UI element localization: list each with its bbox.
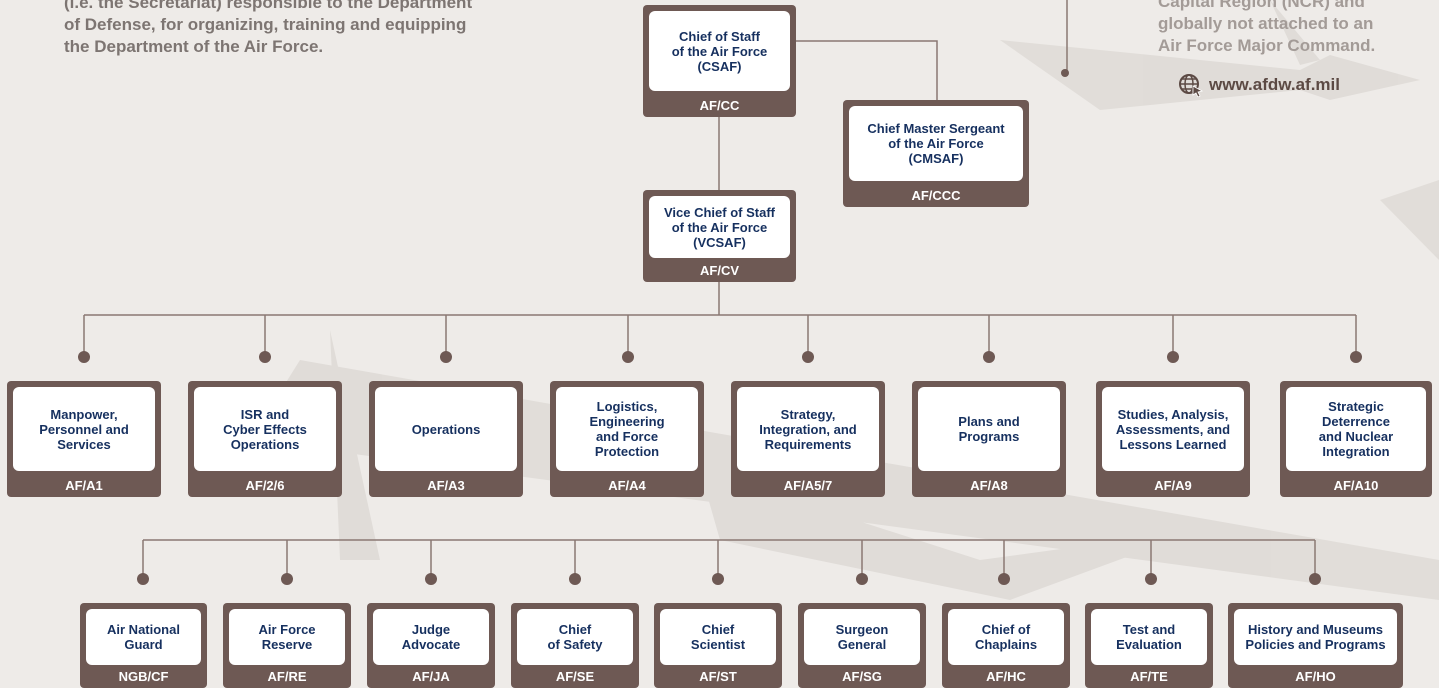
special-box-hc: Chief of Chaplains AF/HC <box>942 603 1070 688</box>
staff-code: AF/A5/7 <box>783 478 833 493</box>
staff-box-a4: Logistics, Engineering and Force Protect… <box>550 381 704 497</box>
connector-dot <box>1167 351 1179 363</box>
special-code: AF/SE <box>555 669 595 684</box>
special-box-ngb: Air National Guard NGB/CF <box>80 603 207 688</box>
staff-box-a3: Operations AF/A3 <box>369 381 523 497</box>
staff-code: AF/A10 <box>1333 478 1379 493</box>
special-code: AF/JA <box>412 669 450 684</box>
sidebar-line: Capital Region (NCR) and <box>1158 0 1365 11</box>
staff-box-a8: Plans and Programs AF/A8 <box>912 381 1066 497</box>
intro-text: (i.e. the Secretariat) responsible to th… <box>64 0 584 58</box>
connector-dot <box>998 573 1010 585</box>
special-box-se: Chief of Safety AF/SE <box>511 603 639 688</box>
staff-box-a10: Strategic Deterrence and Nuclear Integra… <box>1280 381 1432 497</box>
connector-dot <box>712 573 724 585</box>
cmsaf-title: Chief Master Sergeant of the Air Force (… <box>849 106 1023 181</box>
vcsaf-title: Vice Chief of Staff of the Air Force (VC… <box>649 196 790 258</box>
website-url[interactable]: www.afdw.af.mil <box>1209 75 1340 94</box>
staff-box-a1: Manpower, Personnel and Services AF/A1 <box>7 381 161 497</box>
sidebar-line: Air Force Major Command. <box>1158 36 1376 55</box>
connector-dot <box>569 573 581 585</box>
staff-title: Operations <box>375 387 517 471</box>
cmsaf-code: AF/CCC <box>911 188 961 203</box>
connector-dot <box>259 351 271 363</box>
connector-dot <box>1350 351 1362 363</box>
special-title: Surgeon General <box>804 609 920 665</box>
connector-dot <box>622 351 634 363</box>
special-code: AF/HO <box>1295 669 1336 684</box>
staff-title: ISR and Cyber Effects Operations <box>194 387 336 471</box>
csaf-title: Chief of Staff of the Air Force (CSAF) <box>649 11 790 91</box>
staff-code: AF/A3 <box>427 478 465 493</box>
special-title: Air National Guard <box>86 609 201 665</box>
special-code: NGB/CF <box>118 669 169 684</box>
special-code: AF/SG <box>842 669 882 684</box>
vcsaf-code: AF/CV <box>700 263 739 278</box>
csaf-code: AF/CC <box>699 98 740 113</box>
staff-title: Strategic Deterrence and Nuclear Integra… <box>1286 387 1426 471</box>
special-box-sg: Surgeon General AF/SG <box>798 603 926 688</box>
staff-title: Manpower, Personnel and Services <box>13 387 155 471</box>
special-code: AF/RE <box>267 669 307 684</box>
connector-dot <box>802 351 814 363</box>
website-link[interactable]: www.afdw.af.mil <box>1178 73 1340 97</box>
globe-cursor-icon <box>1179 74 1204 97</box>
staff-title: Logistics, Engineering and Force Protect… <box>556 387 698 471</box>
special-box-te: Test and Evaluation AF/TE <box>1085 603 1213 688</box>
vcsaf-box: Vice Chief of Staff of the Air Force (VC… <box>643 190 796 282</box>
connector-dot <box>856 573 868 585</box>
connector-dot <box>1145 573 1157 585</box>
special-title: Chief Scientist <box>660 609 776 665</box>
staff-code: AF/A8 <box>970 478 1008 493</box>
connector-dot <box>983 351 995 363</box>
special-title: Chief of Chaplains <box>948 609 1064 665</box>
sidebar-pointer-dot <box>1061 69 1069 77</box>
staff-box-a9: Studies, Analysis, Assessments, and Less… <box>1096 381 1250 497</box>
staff-title: Strategy, Integration, and Requirements <box>737 387 879 471</box>
special-code: AF/TE <box>1130 669 1168 684</box>
connector-dot <box>440 351 452 363</box>
special-title: Chief of Safety <box>517 609 633 665</box>
special-title: Judge Advocate <box>373 609 489 665</box>
connector-dot <box>281 573 293 585</box>
staff-code: AF/2/6 <box>245 478 285 493</box>
staff-box-a2-6: ISR and Cyber Effects Operations AF/2/6 <box>188 381 342 497</box>
connector-dot <box>425 573 437 585</box>
special-box-ja: Judge Advocate AF/JA <box>367 603 495 688</box>
connector-dot <box>137 573 149 585</box>
special-title: Test and Evaluation <box>1091 609 1207 665</box>
sidebar-line: globally not attached to an <box>1158 14 1374 33</box>
intro-line: (i.e. the Secretariat) responsible to th… <box>64 0 473 12</box>
staff-title: Plans and Programs <box>918 387 1060 471</box>
special-box-ho: History and Museums Policies and Program… <box>1228 603 1403 688</box>
staff-code: AF/A4 <box>608 478 646 493</box>
special-box-re: Air Force Reserve AF/RE <box>223 603 351 688</box>
special-title: Air Force Reserve <box>229 609 345 665</box>
staff-box-a5-7: Strategy, Integration, and Requirements … <box>731 381 885 497</box>
staff-code: AF/A9 <box>1154 478 1192 493</box>
intro-line: the Department of the Air Force. <box>64 37 324 56</box>
intro-line: of Defense, for organizing, training and… <box>64 15 467 34</box>
special-code: AF/HC <box>986 669 1026 684</box>
special-code: AF/ST <box>699 669 737 684</box>
csaf-box: Chief of Staff of the Air Force (CSAF) A… <box>643 5 796 117</box>
afdw-description: Capital Region (NCR) and globally not at… <box>1158 0 1439 57</box>
cmsaf-box: Chief Master Sergeant of the Air Force (… <box>843 100 1029 207</box>
special-box-st: Chief Scientist AF/ST <box>654 603 782 688</box>
staff-title: Studies, Analysis, Assessments, and Less… <box>1102 387 1244 471</box>
connector-dot <box>78 351 90 363</box>
connector-dot <box>1309 573 1321 585</box>
staff-code: AF/A1 <box>65 478 103 493</box>
special-title: History and Museums Policies and Program… <box>1234 609 1397 665</box>
